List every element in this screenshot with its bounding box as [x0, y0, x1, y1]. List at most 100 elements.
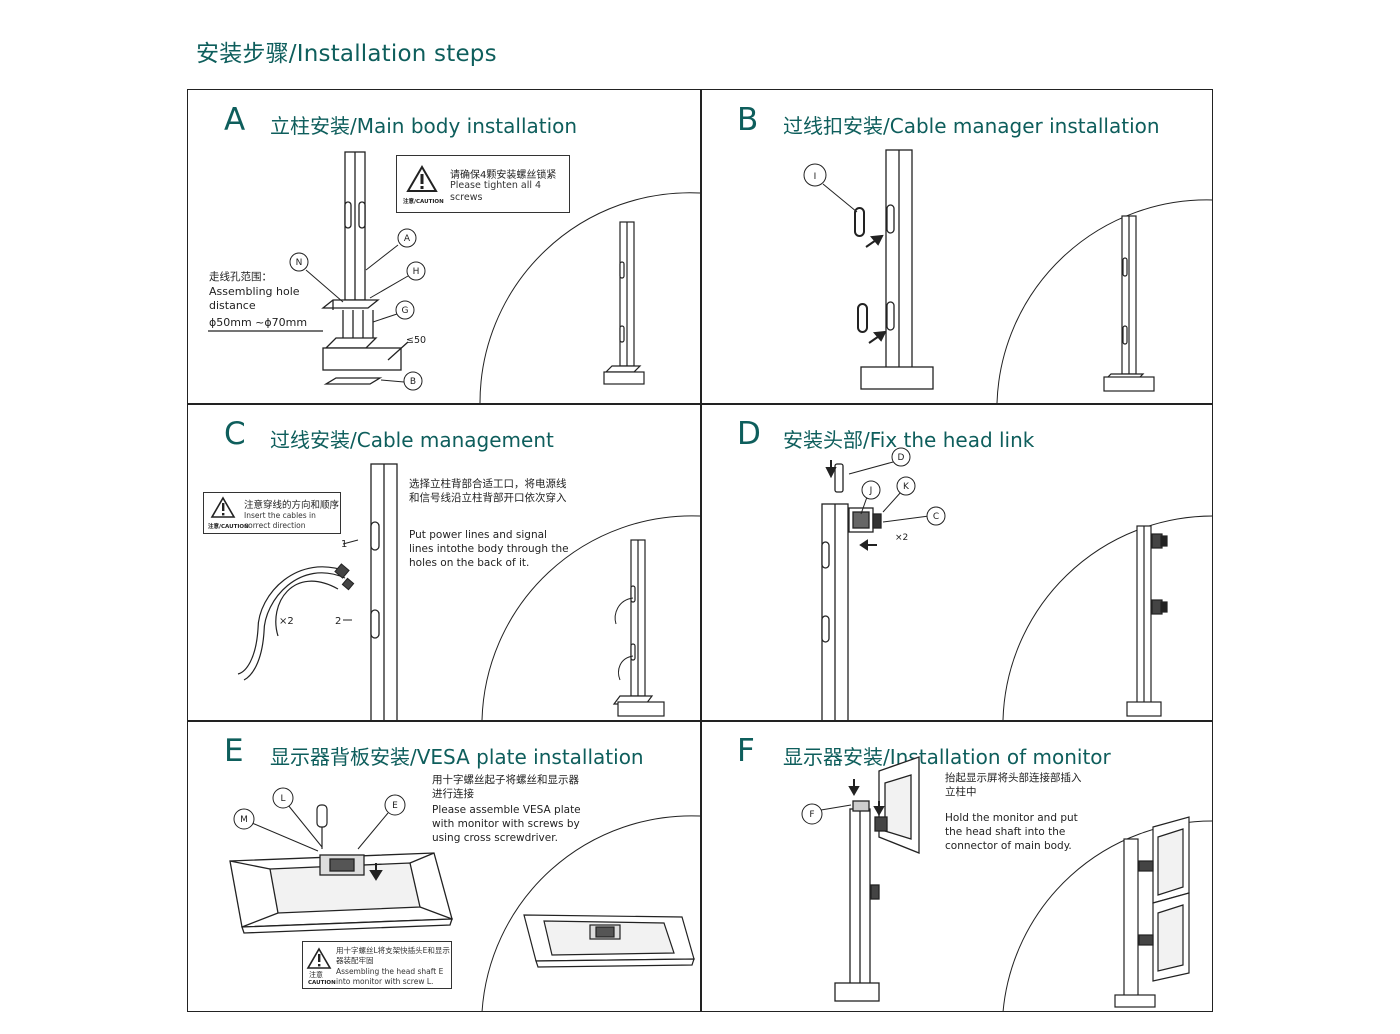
step-mark: 2 — [335, 616, 341, 627]
panel-f: F 显示器安装/Installation of monitor 抬起显示屏将头部… — [701, 721, 1213, 1012]
part-label: K — [903, 482, 910, 492]
panel-title: 立柱安装/Main body installation — [270, 114, 578, 138]
hole-label-en: Assembling hole distance — [209, 285, 300, 312]
monitor-note-cn: 抬起显示屏将头部连接部插入立柱中 — [945, 772, 1082, 798]
panel-letter: C — [224, 416, 246, 452]
part-label: A — [404, 234, 411, 244]
caution-label: 注意/CAUTION — [208, 524, 249, 530]
part-label: M — [240, 815, 248, 825]
panel-letter: F — [737, 733, 755, 769]
hole-range: ϕ50mm ~ϕ70mm — [209, 316, 308, 329]
warning-icon — [406, 165, 438, 192]
cable-illustration — [614, 597, 634, 681]
caution-text-en: Insert the cables in correct direction — [244, 511, 316, 530]
arrow-icon — [848, 779, 885, 817]
cable-clip-illustration — [854, 207, 868, 333]
connector-icon — [334, 563, 355, 591]
caution-box: 注意/CAUTION 注意穿线的方向和顺序 Insert the cables … — [203, 492, 341, 534]
part-label: H — [413, 267, 420, 277]
caution-label: 注意/CAUTION — [403, 199, 444, 205]
panel-a-drawing: ≤50 A N H G B — [208, 151, 700, 403]
assembled-monitor-illustration — [1114, 816, 1190, 1008]
assembled-pole-illustration — [612, 539, 665, 717]
arrow-icon — [369, 863, 383, 881]
warning-icon — [210, 496, 236, 518]
panel-b: B 过线扣安装/Cable manager installation — [701, 90, 1213, 403]
panel-d-drawing: D J K C ×2 — [821, 447, 1213, 720]
screwdriver-icon — [316, 804, 328, 849]
monitor-note-en: Hold the monitor and put the head shaft … — [945, 812, 1078, 852]
panel-title: 显示器安装/Installation of monitor — [783, 745, 1111, 769]
pole-illustration — [370, 463, 398, 720]
detail-arc — [481, 815, 700, 1012]
panel-a: A 立柱安装/Main body installation 注意/CAUTION… — [188, 90, 700, 403]
cable-illustration — [237, 566, 349, 681]
caution-box: 注意 CAUTION 用十字螺丝L将支架快插头E和显示器装配牢固 Assembl… — [302, 941, 452, 989]
part-label: L — [280, 794, 285, 804]
part-label: I — [814, 172, 817, 182]
part-label: F — [809, 810, 814, 820]
grid-divider-vertical — [700, 90, 702, 1011]
panel-letter: A — [224, 102, 246, 138]
panel-e: E 显示器背板安装/VESA plate installation 用十字螺丝起… — [188, 721, 700, 1012]
panel-c: C 过线安装/Cable management 注意/CAUTION 注意穿线的… — [188, 404, 700, 720]
caution-text-en: Please tighten all 4 screws — [450, 180, 542, 203]
panel-letter: E — [224, 733, 244, 769]
multiplier-label: ×2 — [895, 533, 908, 543]
assembled-pole-illustration — [1126, 525, 1168, 717]
caution-text-cn: 注意穿线的方向和顺序 — [244, 500, 340, 511]
panel-d: D 安装头部/Fix the head link — [701, 404, 1213, 720]
grid-divider-row1 — [188, 403, 1212, 405]
caution-label: CAUTION — [308, 980, 336, 986]
panel-f-drawing: F — [801, 756, 1213, 1012]
detail-arc — [479, 192, 700, 403]
step-mark: 1 — [341, 539, 347, 550]
callout-line — [342, 539, 359, 545]
detail-arc — [1002, 515, 1213, 720]
panel-e-drawing: L M E — [229, 787, 700, 1012]
panel-b-drawing: I — [803, 149, 1213, 403]
caution-box: 注意/CAUTION 请确保4颗安装螺丝锁紧 Please tighten al… — [396, 155, 570, 213]
assembled-pole-illustration — [603, 221, 645, 385]
detail-arc — [481, 515, 700, 720]
vesa-note-cn: 用十字螺丝起子将螺丝和显示器进行连接 — [432, 774, 579, 800]
assembled-pole-illustration — [1103, 215, 1155, 392]
pole-illustration — [821, 503, 849, 720]
multiplier-label: ×2 — [279, 616, 294, 627]
panel-title: 安装头部/Fix the head link — [783, 428, 1035, 452]
hole-label-cn: 走线孔范围： — [209, 271, 272, 283]
cable-note-cn: 选择立柱背部合适工口，将电源线和信号线沿立柱背部开口依次穿入 — [409, 478, 567, 504]
pole-illustration — [208, 151, 409, 385]
vesa-note-en: Please assemble VESA plate with monitor … — [432, 804, 581, 844]
part-label: G — [402, 306, 409, 316]
monitor-illustration — [874, 756, 920, 854]
part-label: J — [869, 486, 873, 496]
pole-illustration — [860, 149, 934, 390]
instruction-grid: A 立柱安装/Main body installation 注意/CAUTION… — [187, 89, 1213, 1012]
panel-title: 过线安装/Cable management — [270, 428, 554, 452]
warning-icon — [306, 947, 332, 969]
arrow-icon — [865, 234, 887, 344]
panel-title: 显示器背板安装/VESA plate installation — [270, 745, 644, 769]
part-label: B — [410, 377, 416, 387]
panel-c-drawing: 1 2 ×2 — [237, 463, 700, 720]
dimension-label: ≤50 — [406, 335, 426, 346]
caution-text-cn: 请确保4颗安装螺丝锁紧 — [450, 170, 557, 181]
assembled-monitor-illustration — [523, 914, 695, 968]
arrow-icon — [825, 460, 877, 551]
grid-divider-row2 — [188, 720, 1212, 722]
cable-note-en: Put power lines and signal lines intothe… — [409, 529, 569, 569]
part-label: E — [392, 801, 398, 811]
detail-arc — [996, 199, 1213, 403]
caution-text-cn: 用十字螺丝L将支架快插头E和显示器装配牢固 — [336, 946, 450, 965]
caution-label-cn: 注意 — [309, 971, 323, 979]
part-label: C — [933, 512, 939, 522]
part-label: D — [898, 453, 905, 463]
part-label: N — [296, 258, 303, 268]
panel-title: 过线扣安装/Cable manager installation — [783, 114, 1160, 138]
monitor-illustration — [229, 852, 453, 934]
page-title: 安装步骤/Installation steps — [196, 41, 497, 67]
pole-illustration — [834, 800, 880, 1002]
panel-letter: D — [737, 416, 761, 452]
caution-text-en: Assembling the head shaft E into monitor… — [336, 967, 444, 986]
